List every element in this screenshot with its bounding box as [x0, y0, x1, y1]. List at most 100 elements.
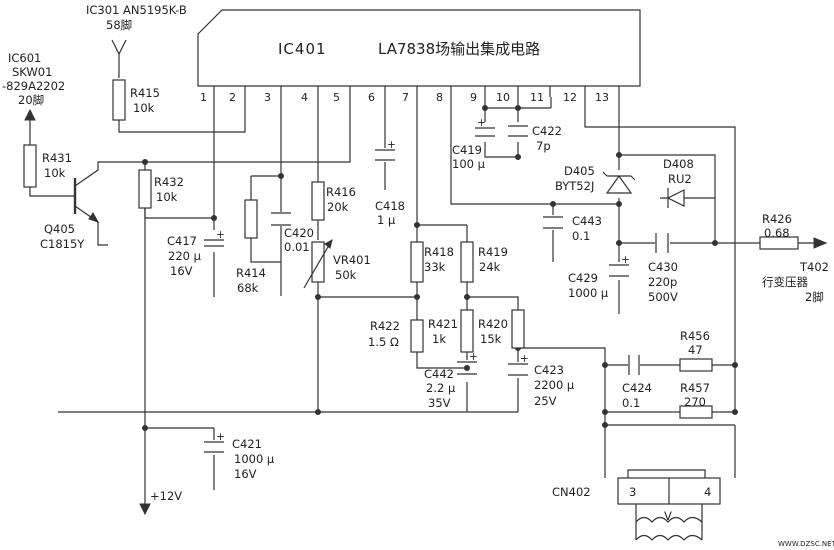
c443-value: 0.1 — [572, 229, 590, 243]
pin-10-label: 10 — [496, 91, 510, 104]
r431-value: 10k — [44, 166, 66, 180]
coil-label: V — [664, 509, 672, 523]
c417-ref: C417 — [167, 234, 197, 248]
pin-9-label: 9 — [470, 91, 477, 104]
c421-volt: 16V — [234, 467, 257, 481]
c419-plus: + — [477, 117, 486, 129]
r419-body — [460, 241, 474, 283]
q405-part: C1815Y — [40, 237, 85, 251]
t402-ref: T402 — [799, 260, 829, 274]
cn402-pin3: 3 — [629, 485, 636, 499]
c422-value: 7p — [536, 139, 551, 153]
c422-ref: C422 — [532, 124, 562, 138]
d405-ref: D405 — [564, 164, 595, 178]
pin-3-label: 3 — [264, 91, 271, 104]
pin-7-label: 7 — [402, 91, 409, 104]
c418-value: 1 μ — [377, 213, 396, 227]
vr401-ref: VR401 — [333, 253, 371, 267]
junction-dots — [142, 105, 738, 431]
r421-body — [460, 309, 474, 353]
t402-arrow — [813, 237, 828, 249]
c430-ref: C430 — [648, 260, 678, 274]
c442-value: 2.2 μ — [426, 381, 456, 395]
pin-12-label: 12 — [563, 91, 577, 104]
c429-value: 1000 μ — [568, 286, 609, 300]
r418-ref: R418 — [424, 245, 454, 259]
c442-ref: C442 — [424, 367, 454, 381]
r414-value: 68k — [237, 281, 259, 295]
d405-diode — [602, 171, 636, 194]
vr401-body — [311, 241, 325, 283]
c419-symbol — [475, 127, 495, 137]
ic601-pin: 20脚 — [18, 93, 44, 107]
c429-ref: C429 — [568, 271, 598, 285]
d408-diode — [660, 188, 715, 208]
r420-value: 15k — [480, 332, 502, 346]
c418-ref: C418 — [375, 199, 405, 213]
pin-4-label: 4 — [301, 91, 308, 104]
r457-value: 270 — [684, 395, 706, 409]
r426-value: 0.68 — [764, 226, 790, 240]
r426-ref: R426 — [762, 212, 792, 226]
c420-symbol — [271, 212, 291, 226]
r416-ref: R416 — [326, 185, 356, 199]
r421-ref: R421 — [428, 317, 458, 331]
c430-symbol — [655, 233, 669, 253]
c417-plus: + — [216, 229, 225, 241]
ic601-arrow — [24, 108, 36, 121]
c423-volt: 25V — [534, 394, 557, 408]
pin-5-label: 5 — [333, 91, 340, 104]
r456-ref: R456 — [680, 329, 710, 343]
cn402-ref: CN402 — [552, 485, 591, 499]
capacitor-symbols — [204, 125, 669, 453]
c420-ref: C420 — [284, 226, 314, 240]
watermark-text: WWW.DZSC.NET — [778, 540, 834, 548]
c422-symbol — [508, 125, 528, 137]
c430-value: 220p — [648, 275, 677, 289]
r457-body — [679, 405, 713, 419]
pin-6-label: 6 — [368, 91, 375, 104]
c443-ref: C443 — [572, 214, 602, 228]
c429-plus: + — [621, 254, 630, 266]
r420-ref: R420 — [478, 317, 508, 331]
r422-body — [410, 319, 424, 353]
c423-ref: C423 — [534, 363, 564, 377]
c423-plus: + — [520, 353, 529, 365]
r420-body — [511, 309, 525, 349]
c420-value: 0.01 — [284, 240, 310, 254]
c421-ref: C421 — [232, 437, 262, 451]
r432-body — [138, 169, 152, 209]
r432-ref: R432 — [154, 175, 184, 189]
r419-value: 24k — [479, 260, 501, 274]
t402-name: 行变压器 — [762, 275, 808, 289]
c417-symbol — [204, 239, 224, 247]
r422-value: 1.5 Ω — [368, 335, 399, 349]
c424-symbol — [628, 355, 640, 375]
c424-value: 0.1 — [622, 396, 640, 410]
ic401-pin-labels: 1 2 3 4 5 6 7 8 9 10 11 12 13 — [200, 91, 609, 104]
r414-body — [244, 199, 258, 239]
c443-symbol — [543, 216, 563, 229]
c418-plus: + — [387, 139, 396, 151]
c442-plus: + — [469, 351, 478, 363]
r416-value: 20k — [327, 200, 349, 214]
d408-part: RU2 — [668, 172, 692, 186]
supply-arrow — [139, 503, 151, 516]
resistor-bodies — [23, 79, 799, 419]
c417-volt: 16V — [170, 264, 193, 278]
ic401-chip: IC401 LA7838场输出集成电路 — [197, 9, 641, 87]
r431-body — [23, 144, 37, 188]
c419-ref: C419 — [452, 143, 482, 157]
ic301-pin: 58脚 — [106, 18, 132, 32]
r421-value: 1k — [432, 332, 446, 346]
r457-ref: R457 — [680, 381, 710, 395]
r415-value: 10k — [133, 101, 155, 115]
c423-value: 2200 μ — [534, 378, 575, 392]
c430-volt: 500V — [648, 290, 678, 304]
cn402-pin4: 4 — [704, 485, 711, 499]
r419-ref: R419 — [478, 245, 508, 259]
r418-body — [410, 241, 424, 283]
r416-body — [311, 181, 325, 221]
r432-value: 10k — [156, 190, 178, 204]
